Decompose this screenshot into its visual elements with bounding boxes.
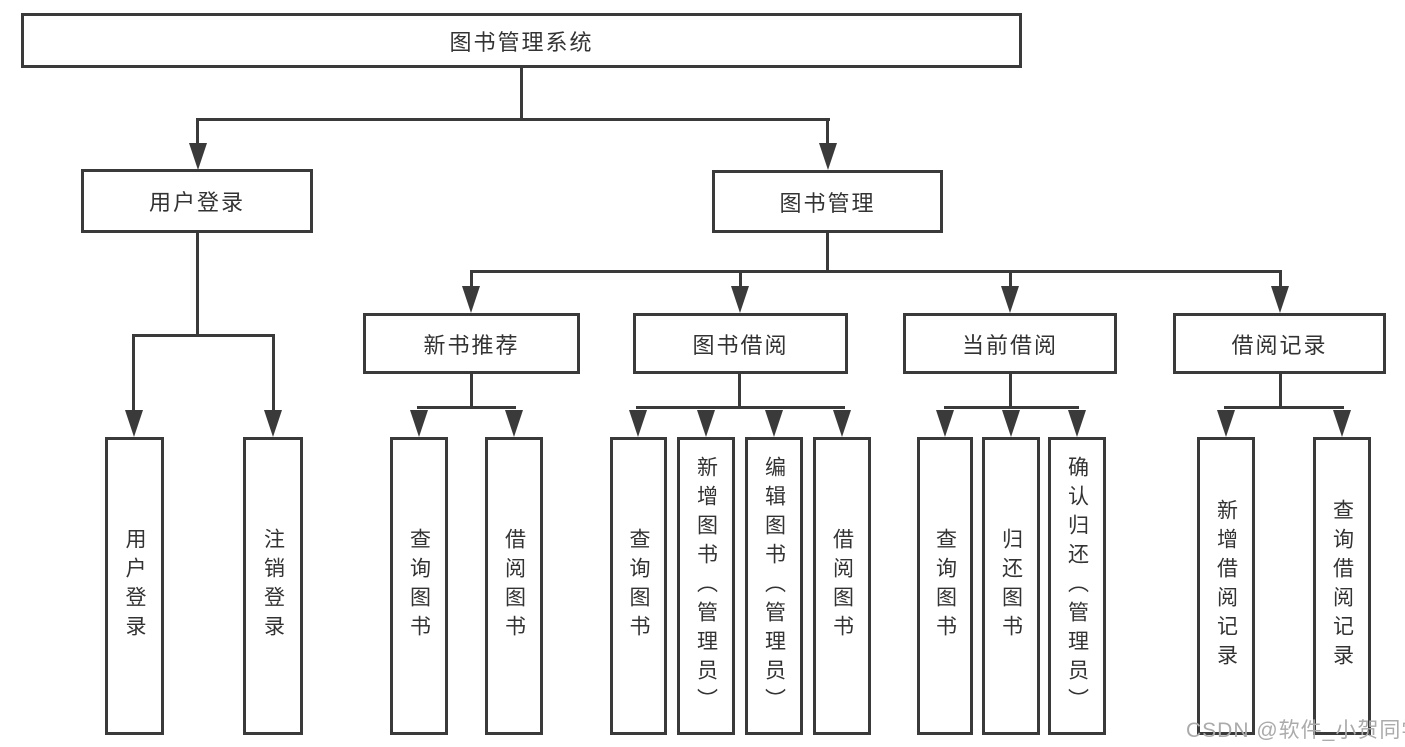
connector-borrowing-stem [738, 374, 741, 409]
connector-level2-bar [197, 118, 830, 121]
arrow-down-icon [1001, 286, 1019, 313]
connector-user-login-bar [132, 334, 275, 337]
node-leaf-add-books-admin: 新增图书（管理员） [677, 437, 735, 735]
connector-level2-stem-left [196, 118, 199, 146]
node-leaf-borrow-books: 借阅图书 [813, 437, 871, 735]
arrow-down-icon [1002, 410, 1020, 437]
arrow-down-icon [833, 410, 851, 437]
arrow-down-icon [1333, 410, 1351, 437]
node-leaf-confirm-return-admin: 确认归还（管理员） [1048, 437, 1106, 735]
node-leaf-query-borrow-record: 查询借阅记录 [1313, 437, 1371, 735]
connector-root-stem [520, 68, 523, 121]
connector-level3-stem [1279, 270, 1282, 289]
connector-level2-stem-right [826, 118, 829, 146]
arrow-down-icon [125, 410, 143, 437]
connector-level3-stem [470, 270, 473, 289]
arrow-down-icon [1217, 410, 1235, 437]
connector-level3-bar [470, 270, 1282, 273]
arrow-down-icon [697, 410, 715, 437]
connector-current-stem [1009, 374, 1012, 409]
arrow-down-icon [189, 143, 207, 170]
node-new-book-recommend: 新书推荐 [363, 313, 580, 374]
arrow-down-icon [264, 410, 282, 437]
arrow-down-icon [936, 410, 954, 437]
connector-user-login-drop-right [272, 334, 275, 412]
connector-borrowing-bar [636, 406, 845, 409]
node-book-management-system: 图书管理系统 [21, 13, 1022, 68]
node-leaf-query-books: 查询图书 [390, 437, 448, 735]
node-leaf-return-books: 归还图书 [982, 437, 1040, 735]
arrow-down-icon [1068, 410, 1086, 437]
node-leaf-add-borrow-record: 新增借阅记录 [1197, 437, 1255, 735]
connector-records-stem [1279, 374, 1282, 409]
node-book-management: 图书管理 [712, 170, 943, 233]
connector-book-mgmt-stem [826, 233, 829, 273]
arrow-down-icon [462, 286, 480, 313]
node-borrowing-records: 借阅记录 [1173, 313, 1386, 374]
node-leaf-query-books: 查询图书 [610, 437, 667, 735]
arrow-down-icon [629, 410, 647, 437]
arrow-down-icon [410, 410, 428, 437]
node-current-borrowing: 当前借阅 [903, 313, 1117, 374]
node-leaf-user-login: 用户登录 [105, 437, 164, 735]
node-user-login: 用户登录 [81, 169, 313, 233]
connector-current-bar [944, 406, 1079, 409]
connector-newbook-bar [417, 406, 516, 409]
node-leaf-query-books: 查询图书 [917, 437, 973, 735]
node-book-borrowing: 图书借阅 [633, 313, 848, 374]
node-leaf-borrow-books: 借阅图书 [485, 437, 543, 735]
connector-user-login-drop-left [132, 334, 135, 412]
arrow-down-icon [505, 410, 523, 437]
connector-user-login-stem [196, 233, 199, 337]
connector-level3-stem [739, 270, 742, 289]
arrow-down-icon [765, 410, 783, 437]
arrow-down-icon [731, 286, 749, 313]
arrow-down-icon [1271, 286, 1289, 313]
connector-records-bar [1224, 406, 1344, 409]
csdn-watermark: CSDN @软件_小贺同学 [1186, 719, 1405, 742]
node-leaf-edit-books-admin: 编辑图书（管理员） [745, 437, 803, 735]
arrow-down-icon [819, 143, 837, 170]
connector-level3-stem [1009, 270, 1012, 289]
connector-newbook-stem [470, 374, 473, 409]
node-leaf-logout: 注销登录 [243, 437, 303, 735]
